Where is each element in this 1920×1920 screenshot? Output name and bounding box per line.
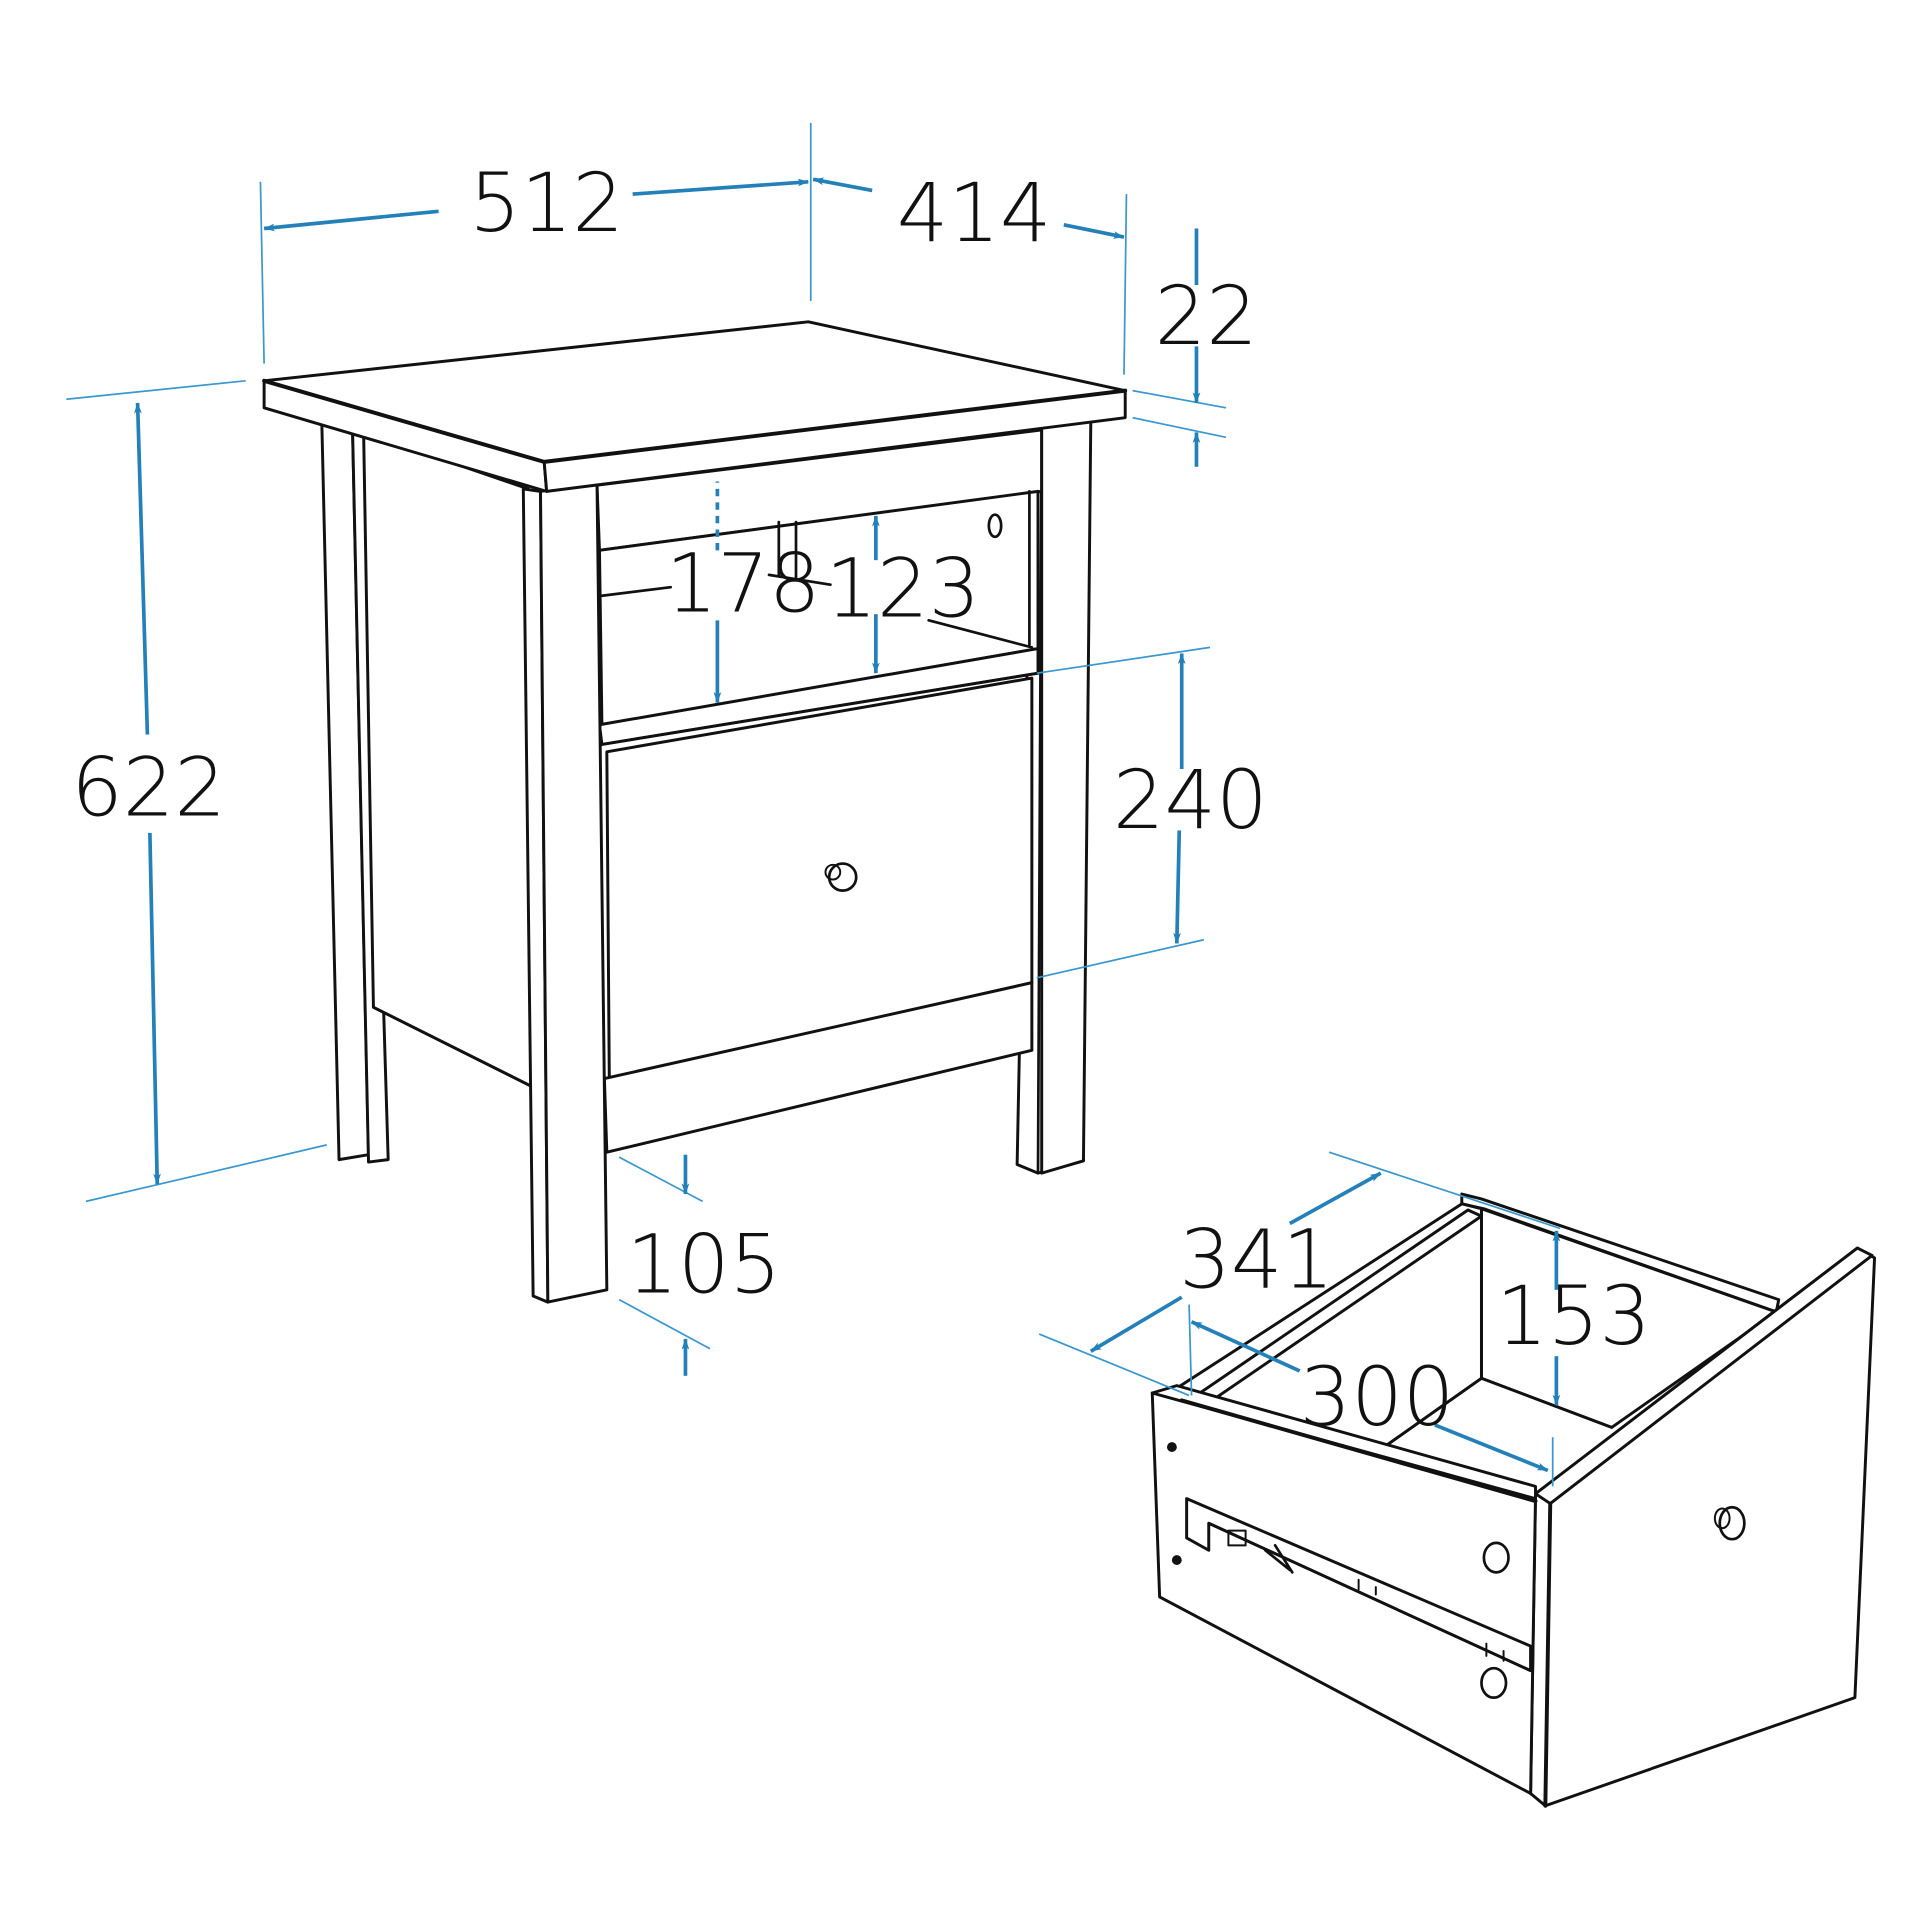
shelf-outer-label: 178 xyxy=(666,538,821,632)
screw-hole-icon xyxy=(1171,1555,1182,1565)
dimension-drawer-front: 240 xyxy=(1113,652,1268,944)
dimension-shelf-inner: 123 xyxy=(825,515,980,674)
dimension-leg-clearance: 105 xyxy=(626,1154,781,1376)
leg-clearance-label: 105 xyxy=(626,1218,781,1312)
drawer-inner-height-label: 153 xyxy=(1496,1270,1651,1364)
depth-label: 414 xyxy=(897,167,1052,261)
leg-front-left xyxy=(521,481,609,1304)
drawer-inner-depth-label: 300 xyxy=(1300,1351,1455,1445)
dimension-drawer-outer-depth: 341 xyxy=(1089,1171,1382,1353)
dimension-annotations: 512 414 22 622 178 xyxy=(66,122,1651,1487)
drawer-side-panel xyxy=(1150,1389,1537,1795)
dimension-shelf-outer: 178 xyxy=(666,481,821,704)
drawer-knob-icon[interactable] xyxy=(824,862,858,892)
dimension-width: 512 xyxy=(263,157,809,251)
dimension-height: 622 xyxy=(71,402,226,1185)
height-label: 622 xyxy=(71,742,226,836)
dimension-drawer-inner-height: 153 xyxy=(1496,1230,1651,1406)
removed-drawer xyxy=(1150,1192,1877,1808)
drawer-runner xyxy=(1185,1497,1533,1700)
drawer-outer-depth-label: 341 xyxy=(1179,1213,1334,1307)
dimension-drawer-inner-depth: 300 xyxy=(1190,1320,1549,1473)
bedside-table xyxy=(262,320,1128,1304)
leg-front-right xyxy=(1040,416,1093,1175)
removed-drawer-knob-icon xyxy=(1713,1505,1746,1541)
dimension-top-thickness: 22 xyxy=(1155,228,1258,467)
drawer-front-label: 240 xyxy=(1113,754,1268,848)
dimension-depth: 414 xyxy=(812,167,1125,261)
top-thickness-label: 22 xyxy=(1155,270,1258,364)
tabletop xyxy=(262,320,1128,493)
width-label: 512 xyxy=(469,157,624,251)
screw-hole-icon xyxy=(1166,1442,1177,1452)
shelf-hole-icon xyxy=(987,513,1003,539)
shelf-inner-label: 123 xyxy=(825,543,980,637)
side-panel xyxy=(362,430,535,1089)
